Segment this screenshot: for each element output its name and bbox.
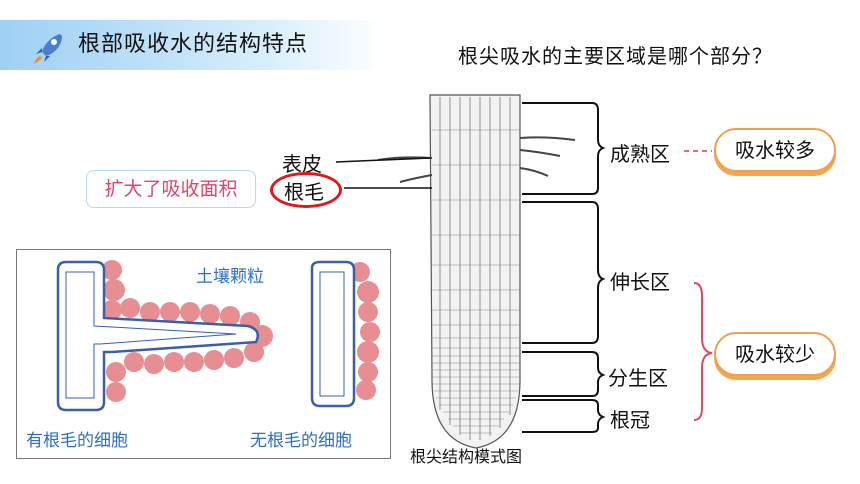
cell-with-hair-label: 有根毛的细胞 <box>26 431 128 451</box>
enlarged-area-note: 扩大了吸收面积 <box>86 170 256 208</box>
zone-rootcap-label: 根冠 <box>610 408 650 432</box>
rocket-icon <box>34 34 62 64</box>
pink-brace <box>693 282 713 421</box>
zone-maturation-label: 成熟区 <box>610 142 670 166</box>
root-hair-label: 根毛 <box>284 180 324 204</box>
cell-without-hair-label: 无根毛的细胞 <box>250 431 352 451</box>
question-text: 根尖吸水的主要区域是哪个部分？ <box>458 44 773 68</box>
soil-particles-label: 土壤颗粒 <box>196 267 264 287</box>
section-banner <box>0 20 384 70</box>
cell-illustrations <box>56 260 380 412</box>
cell-illustration-box <box>16 249 391 459</box>
page-title: 根部吸收水的结构特点 <box>78 32 309 57</box>
less-water-callout: 吸水较少 <box>714 332 836 376</box>
zone-elongation-label: 伸长区 <box>610 270 670 294</box>
zone-meristem-label: 分生区 <box>608 366 668 390</box>
root-tip-diagram <box>377 94 576 449</box>
root-hair-highlight <box>270 172 342 208</box>
diagram-caption: 根尖结构模式图 <box>410 447 523 466</box>
zone-brackets <box>522 102 606 433</box>
more-water-callout: 吸水较多 <box>714 128 836 172</box>
